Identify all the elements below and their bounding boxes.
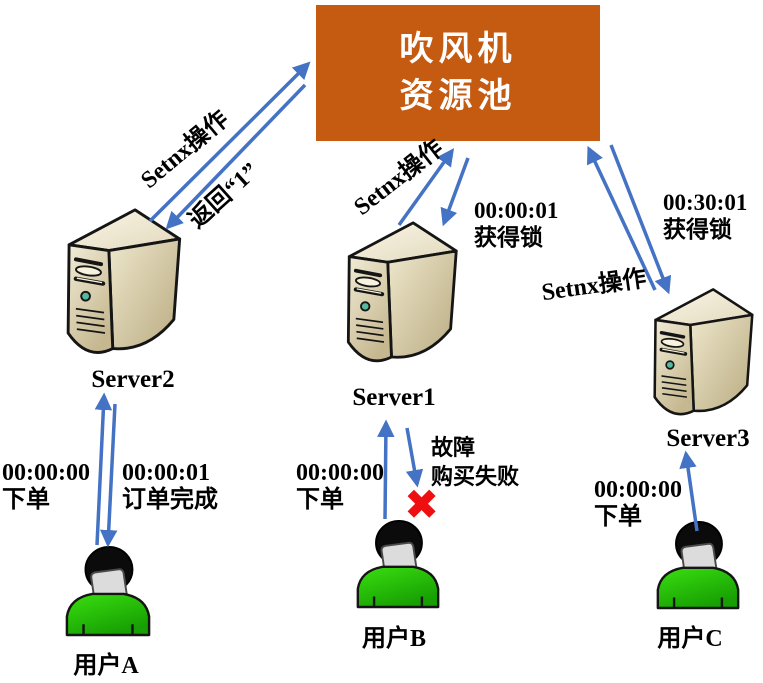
- user-b-label: 用户B: [361, 626, 426, 652]
- user-b-fail-line1: 故障: [431, 435, 476, 460]
- user-a-done-text: 订单完成: [122, 487, 218, 513]
- user-b-order-annotation: 00:00:00 下单: [296, 460, 384, 514]
- server3-lock-time: 00:30:01: [663, 190, 748, 215]
- server3-label: Server3: [666, 425, 750, 452]
- server2-label: Server2: [91, 366, 175, 393]
- user-c-label: 用户C: [657, 626, 723, 652]
- arrow-pool-to-server1: [440, 157, 470, 227]
- server1-label: Server1: [352, 384, 436, 411]
- user-a-label: 用户A: [73, 653, 139, 679]
- resource-pool-title-line2: 资源池: [399, 78, 517, 115]
- user-a-done-time: 00:00:01: [122, 460, 210, 486]
- user-b-fail-line2: 购买失败: [431, 464, 520, 489]
- arrow-user-b-order-to-server1: [377, 419, 395, 520]
- user-c-icon: [656, 520, 740, 610]
- user-b-icon: [356, 519, 440, 609]
- user-b-order-time: 00:00:00: [296, 460, 384, 486]
- user-a-order-time: 00:00:00: [2, 460, 90, 486]
- server1-lock-time: 00:00:01: [474, 198, 559, 223]
- resource-pool-title-line1: 吹风机: [399, 31, 517, 68]
- arrow-server1-fail-to-user-b: [405, 427, 424, 488]
- user-a-order-text: 下单: [2, 487, 50, 513]
- server3-lock-annotation: 00:30:01 获得锁: [663, 189, 747, 243]
- user-c-order-time: 00:00:00: [594, 477, 682, 503]
- user-c-order-annotation: 00:00:00 下单: [594, 477, 682, 531]
- user-a-icon: [65, 545, 151, 637]
- resource-pool: 吹风机 资源池: [316, 5, 600, 141]
- user-a-done-annotation: 00:00:01 订单完成: [122, 460, 218, 514]
- user-a-order-annotation: 00:00:00 下单: [2, 460, 90, 514]
- arrow-user-a-order-to-server2: [94, 392, 113, 546]
- arrow-server2-done-to-user-a: [99, 403, 118, 548]
- user-b-order-text: 下单: [296, 487, 344, 513]
- server1-icon: [338, 219, 460, 374]
- server1-lock-text: 获得锁: [474, 225, 543, 250]
- fail-x-icon: ✖: [404, 480, 440, 529]
- server1-lock-annotation: 00:00:01 获得锁: [474, 197, 558, 251]
- user-b-fail-annotation: 故障 购买失败: [431, 433, 519, 491]
- user-c-order-text: 下单: [594, 504, 642, 530]
- server3-lock-text: 获得锁: [663, 217, 732, 242]
- server3-icon: [652, 287, 755, 417]
